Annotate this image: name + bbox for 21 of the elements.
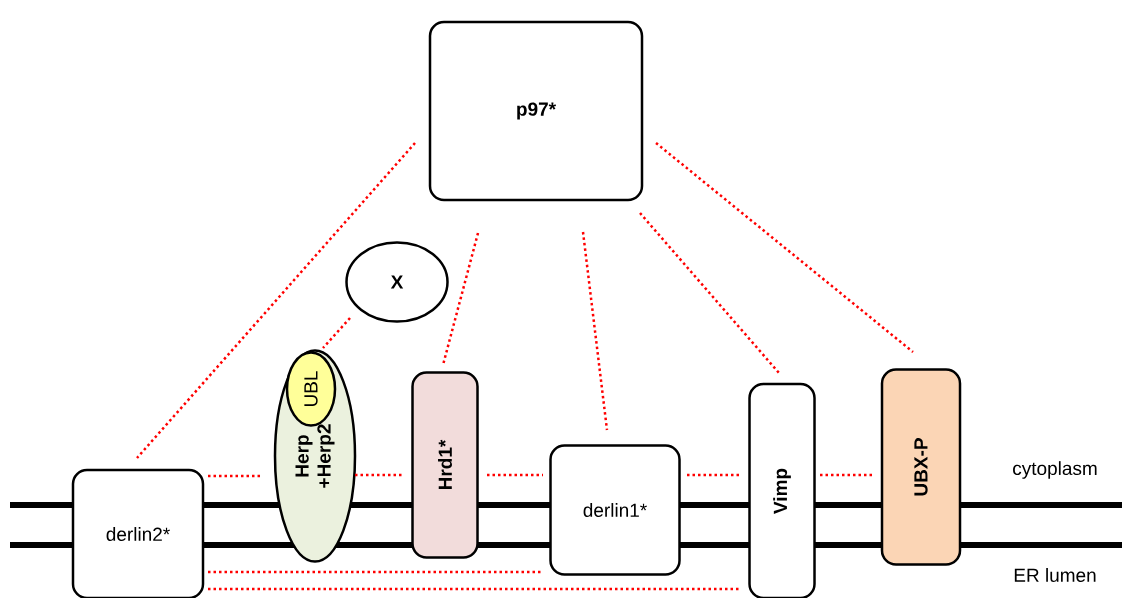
interaction-line [441,232,480,366]
protein-box: derlin1* [549,444,681,576]
compartment-label: cytoplasm [1013,461,1097,479]
interaction-line [208,474,262,478]
interaction-line [208,587,740,591]
interaction-line [687,473,740,477]
interaction-line [820,473,875,477]
protein-box: derlin2* [71,468,205,598]
interaction-line [322,317,351,349]
protein-box: Vimp [748,382,816,598]
protein-box: Hrd1* [411,371,479,559]
interaction-line [208,570,543,574]
interaction-line [487,473,543,477]
interaction-line [581,231,609,431]
interaction-line [639,212,780,374]
interaction-line [136,142,416,459]
interaction-line [355,473,402,477]
protein-box: UBX-P [880,368,962,566]
interaction-line [655,142,914,353]
protein-box: p97* [428,20,644,202]
compartment-label: ER lumen [1014,568,1096,582]
